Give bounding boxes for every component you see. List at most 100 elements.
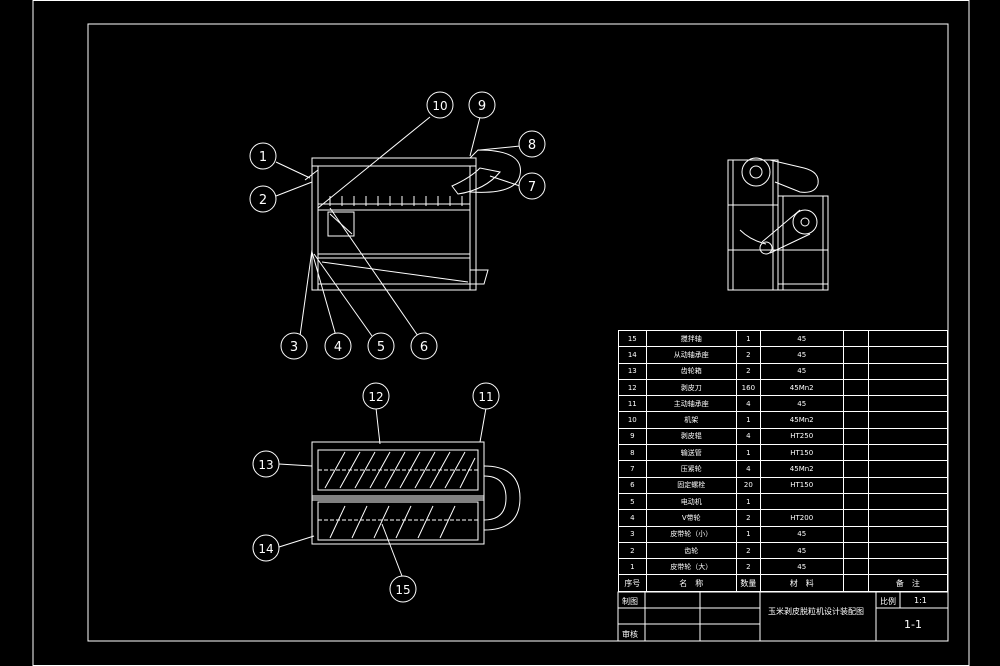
bom-remark <box>867 558 949 576</box>
checked-label: 审核 <box>622 630 638 639</box>
bom-qty: 1 <box>735 525 761 543</box>
bom-material-pad <box>842 525 869 543</box>
bom-name: 主动轴承座 <box>645 395 737 413</box>
drawn-label: 制图 <box>622 597 638 606</box>
svg-text:6: 6 <box>420 340 428 355</box>
bom-qty: 20 <box>735 476 761 494</box>
bom-material: HT250 <box>759 427 844 446</box>
bom-remark <box>867 460 949 478</box>
bom-no: 4 <box>618 509 647 527</box>
svg-text:14: 14 <box>258 542 273 556</box>
bom-no: 13 <box>618 362 647 380</box>
bom-header-remark: 备 注 <box>867 574 949 592</box>
balloon-1: 1 <box>249 142 277 170</box>
bom-qty: 1 <box>735 329 761 348</box>
bom-material-pad <box>842 558 869 576</box>
bom-no: 8 <box>618 444 647 462</box>
bom-header-pad <box>842 574 869 592</box>
bom-material: HT150 <box>759 476 844 494</box>
svg-text:7: 7 <box>528 180 536 195</box>
svg-text:5: 5 <box>377 340 385 355</box>
balloon-14: 14 <box>252 534 280 562</box>
bom-header-material: 材 料 <box>759 574 844 592</box>
bom-material: 45 <box>759 525 844 543</box>
bom-name: 从动轴承座 <box>645 346 737 364</box>
inner-border <box>87 23 949 642</box>
bom-material-pad <box>842 492 869 511</box>
bom-remark <box>867 509 949 527</box>
bom-material-pad <box>842 541 869 560</box>
bom-no: 3 <box>618 525 647 543</box>
title-block: 制图 审核 玉米剥皮脱粒机设计装配图 比例 1:1 1-1 <box>618 592 948 641</box>
bom-material-pad <box>842 411 869 429</box>
bom-remark <box>867 476 949 494</box>
bom-material: 45 <box>759 395 844 413</box>
bom-name: 搅拌轴 <box>645 329 737 348</box>
bom-name: 剥皮刀 <box>645 378 737 397</box>
title-block-frame <box>617 591 949 642</box>
bom-remark <box>867 541 949 560</box>
bom-qty: 1 <box>735 492 761 511</box>
bom-header-name: 名 称 <box>645 574 737 592</box>
side-view <box>727 157 829 291</box>
bom-material <box>759 492 844 511</box>
scale-value: 1:1 <box>914 596 927 605</box>
bom-material-pad <box>842 329 869 348</box>
bom-no: 7 <box>618 460 647 478</box>
bom-name: V带轮 <box>645 509 737 527</box>
bom-name: 机架 <box>645 411 737 429</box>
bom-material: 45Mn2 <box>759 378 844 397</box>
bom-material: HT200 <box>759 509 844 527</box>
bom-name: 电动机 <box>645 492 737 511</box>
bom-header-qty: 数量 <box>735 574 761 592</box>
bom-remark <box>867 411 949 429</box>
bom-material-pad <box>842 395 869 413</box>
svg-text:10: 10 <box>432 99 447 113</box>
balloon-11: 11 <box>472 382 500 410</box>
bom-qty: 1 <box>735 444 761 462</box>
balloon-2: 2 <box>249 185 277 213</box>
bom-remark <box>867 395 949 413</box>
bom-remark <box>867 346 949 364</box>
balloons: 1 2 3 4 5 6 7 8 9 10 11 12 13 14 15 <box>249 91 546 603</box>
bom-qty: 160 <box>735 378 761 397</box>
svg-text:2: 2 <box>259 193 267 208</box>
bom-no: 15 <box>618 329 647 348</box>
svg-text:9: 9 <box>478 99 486 114</box>
bom-name: 固定螺栓 <box>645 476 737 494</box>
bom-remark <box>867 444 949 462</box>
bom-remark <box>867 329 949 348</box>
bom-name: 皮带轮（小） <box>645 525 737 543</box>
svg-text:8: 8 <box>528 138 536 153</box>
balloon-7: 7 <box>518 172 546 200</box>
bom-qty: 4 <box>735 427 761 446</box>
bom-material-pad <box>842 460 869 478</box>
bom-material-pad <box>842 476 869 494</box>
bom-material-pad <box>842 378 869 397</box>
bom-material: 45Mn2 <box>759 460 844 478</box>
bom-name: 剥皮辊 <box>645 427 737 446</box>
bom-material-pad <box>842 346 869 364</box>
bom-remark <box>867 378 949 397</box>
bom-material: 45 <box>759 329 844 348</box>
bom-material: 45 <box>759 541 844 560</box>
bom-remark <box>867 362 949 380</box>
bom-name: 压紧轮 <box>645 460 737 478</box>
bom-no: 1 <box>618 558 647 576</box>
bom-name: 齿轮 <box>645 541 737 560</box>
bom-material: 45 <box>759 558 844 576</box>
bom-no: 5 <box>618 492 647 511</box>
leader-lines <box>275 116 521 577</box>
bom-no: 14 <box>618 346 647 364</box>
top-view <box>311 441 521 545</box>
bom-qty: 2 <box>735 509 761 527</box>
bom-material-pad <box>842 509 869 527</box>
bom-material: 45Mn2 <box>759 411 844 429</box>
bom-qty: 1 <box>735 411 761 429</box>
